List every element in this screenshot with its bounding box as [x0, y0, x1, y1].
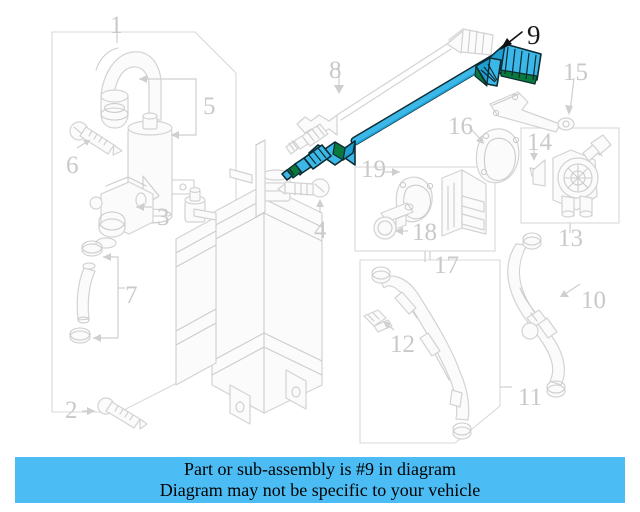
part-15-bracket [489, 77, 575, 133]
callout-1: 1 [110, 12, 123, 39]
part-4-screw [277, 178, 330, 213]
callout-13: 13 [558, 225, 583, 252]
callout-17: 17 [434, 252, 459, 279]
callout-7: 7 [125, 282, 138, 309]
callout-19: 19 [361, 156, 386, 183]
callout-15: 15 [563, 59, 588, 86]
part-5-leads [139, 75, 197, 139]
callout-8: 8 [329, 57, 342, 84]
callout-16: 16 [448, 113, 473, 140]
part-2-bolt [82, 397, 148, 430]
part-18-valve [373, 202, 414, 240]
callout-14: 14 [527, 129, 552, 156]
part-16-gasket [469, 127, 520, 184]
part-5-hose [95, 47, 162, 129]
part-6-screw [69, 121, 123, 156]
banner-line-1: Part or sub-assembly is #9 in diagram [184, 459, 456, 479]
part-12-connector [363, 309, 395, 333]
part-3-valve [89, 176, 154, 249]
callout-2: 2 [65, 397, 78, 424]
callout-10: 10 [581, 287, 606, 314]
callout-4: 4 [314, 217, 327, 244]
part-9-oxygen-sensor-highlighted [281, 31, 542, 181]
part-11-hose [371, 266, 512, 440]
callout-5: 5 [203, 93, 216, 120]
callout-3: 3 [157, 204, 170, 231]
part-5-canister [127, 112, 195, 224]
part-10-hose [507, 232, 581, 398]
callout-9-highlighted: 9 [527, 20, 541, 50]
part-7-hose [69, 240, 125, 344]
callout-18: 18 [412, 219, 437, 246]
charcoal-canister [175, 139, 323, 425]
panel-group-17-lower [359, 251, 501, 444]
callout-6: 6 [66, 152, 79, 179]
egr-cooler-body [441, 169, 487, 237]
callout-11: 11 [518, 384, 543, 411]
part-13-connector-small [521, 309, 547, 340]
part-8-oxygen-sensor [285, 28, 494, 155]
diagram-info-banner: Part or sub-assembly is #9 in diagram Di… [15, 457, 625, 503]
part-13-pump [532, 134, 612, 218]
callout-12: 12 [390, 331, 415, 358]
banner-line-2: Diagram may not be specific to your vehi… [159, 480, 481, 500]
